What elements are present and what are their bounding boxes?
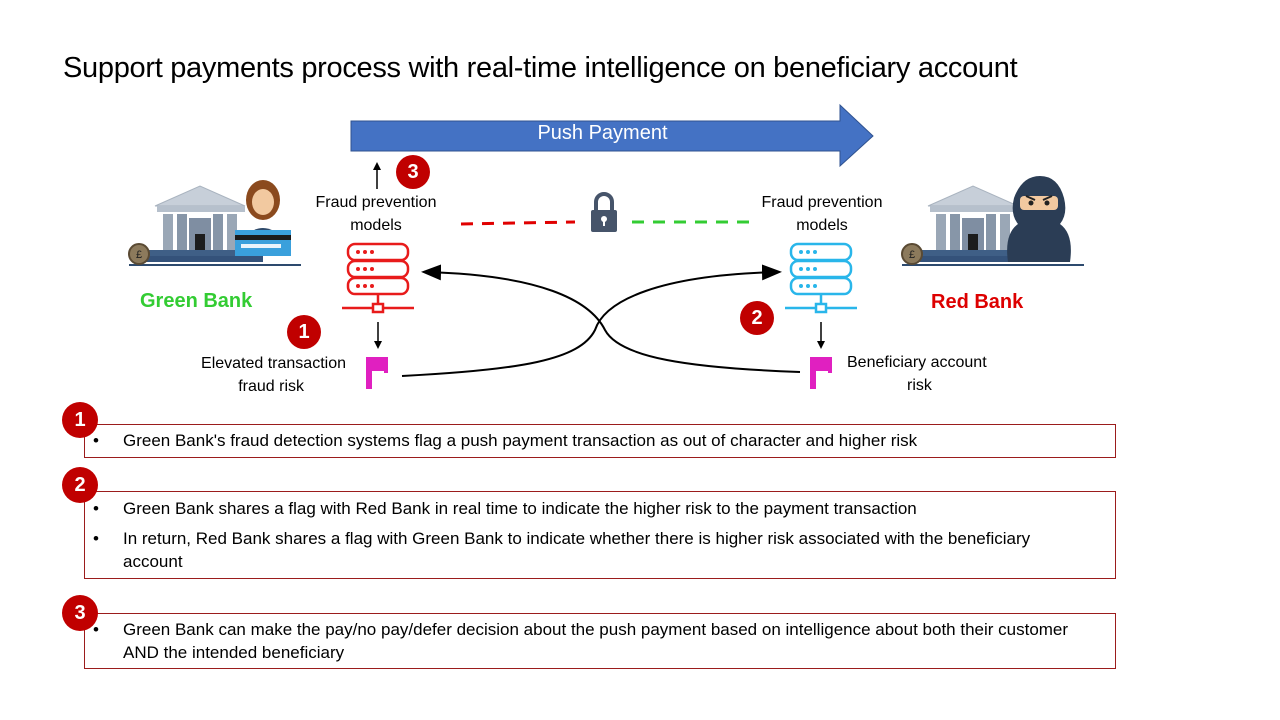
left-flag-label-line1: Elevated transaction (201, 355, 346, 372)
right-down-arrow-icon (817, 322, 825, 349)
svg-text:£: £ (909, 249, 915, 261)
curve-green-to-red (401, 264, 782, 377)
step-3-bullet-text: Green Bank can make the pay/no pay/defer… (123, 620, 1069, 662)
right-models-label: Fraud prevention models (752, 191, 892, 237)
step-2-box: • Green Bank shares a flag with Red Bank… (84, 491, 1116, 579)
push-payment-arrow (350, 103, 874, 168)
green-bank-name: Green Bank (140, 290, 253, 312)
left-models-label-line2: models (350, 217, 402, 234)
red-bank-building-icon: £ (901, 185, 1084, 266)
bullet-dot: • (93, 529, 99, 548)
left-down-arrow-icon (374, 322, 382, 349)
step-badge-3: 3 (62, 595, 98, 631)
left-flag-label-line2: fraud risk (238, 378, 304, 395)
step-2-bullet-1-text: Green Bank shares a flag with Red Bank i… (123, 499, 917, 518)
right-flag-label-line1: Beneficiary account (847, 354, 987, 371)
red-bank-name: Red Bank (931, 291, 1024, 313)
left-models-label: Fraud prevention models (306, 191, 446, 237)
bullet-dot: • (93, 499, 99, 518)
step-badge-2: 2 (62, 467, 98, 503)
right-models-label-line2: models (796, 217, 848, 234)
woman-with-card-icon (235, 180, 291, 256)
step-2-bullet-2: • In return, Red Bank shares a flag with… (85, 527, 1115, 573)
masked-fraudster-icon (1007, 176, 1071, 262)
step-badge-3-diagram: 3 (396, 155, 430, 189)
step-2-bullet-2-text: In return, Red Bank shares a flag with G… (123, 529, 1031, 571)
slide-title: Support payments process with real-time … (63, 52, 1018, 84)
step-1-box: • Green Bank's fraud detection systems f… (84, 424, 1116, 458)
bullet-dot: • (93, 431, 99, 450)
step-2-bullet-1: • Green Bank shares a flag with Red Bank… (85, 497, 1115, 520)
secure-link-left (460, 220, 576, 226)
right-models-label-line1: Fraud prevention (761, 194, 883, 211)
step-badge-1-diagram: 1 (287, 315, 321, 349)
left-flag-label: Elevated transaction fraud risk (190, 352, 346, 398)
right-flag-icon (810, 357, 832, 389)
right-flag-label-line2: risk (907, 377, 932, 394)
left-flag-icon (366, 357, 388, 389)
step-3-box: • Green Bank can make the pay/no pay/def… (84, 613, 1116, 669)
step-3-bullet: • Green Bank can make the pay/no pay/def… (85, 618, 1115, 664)
left-server-icon (342, 242, 414, 314)
green-bank-building-icon: £ (128, 185, 301, 266)
padlock-icon (591, 192, 617, 232)
step-1-bullet-text: Green Bank's fraud detection systems fla… (123, 431, 918, 450)
right-flag-label: Beneficiary account risk (847, 351, 1003, 397)
svg-text:£: £ (136, 249, 142, 261)
step-badge-2-diagram: 2 (740, 301, 774, 335)
up-arrow-icon (373, 162, 381, 189)
right-server-icon (785, 242, 857, 314)
left-models-label-line1: Fraud prevention (315, 194, 437, 211)
step-badge-1: 1 (62, 402, 98, 438)
step-1-bullet: • Green Bank's fraud detection systems f… (85, 429, 1115, 452)
bullet-dot: • (93, 620, 99, 639)
push-payment-label: Push Payment (537, 122, 668, 144)
